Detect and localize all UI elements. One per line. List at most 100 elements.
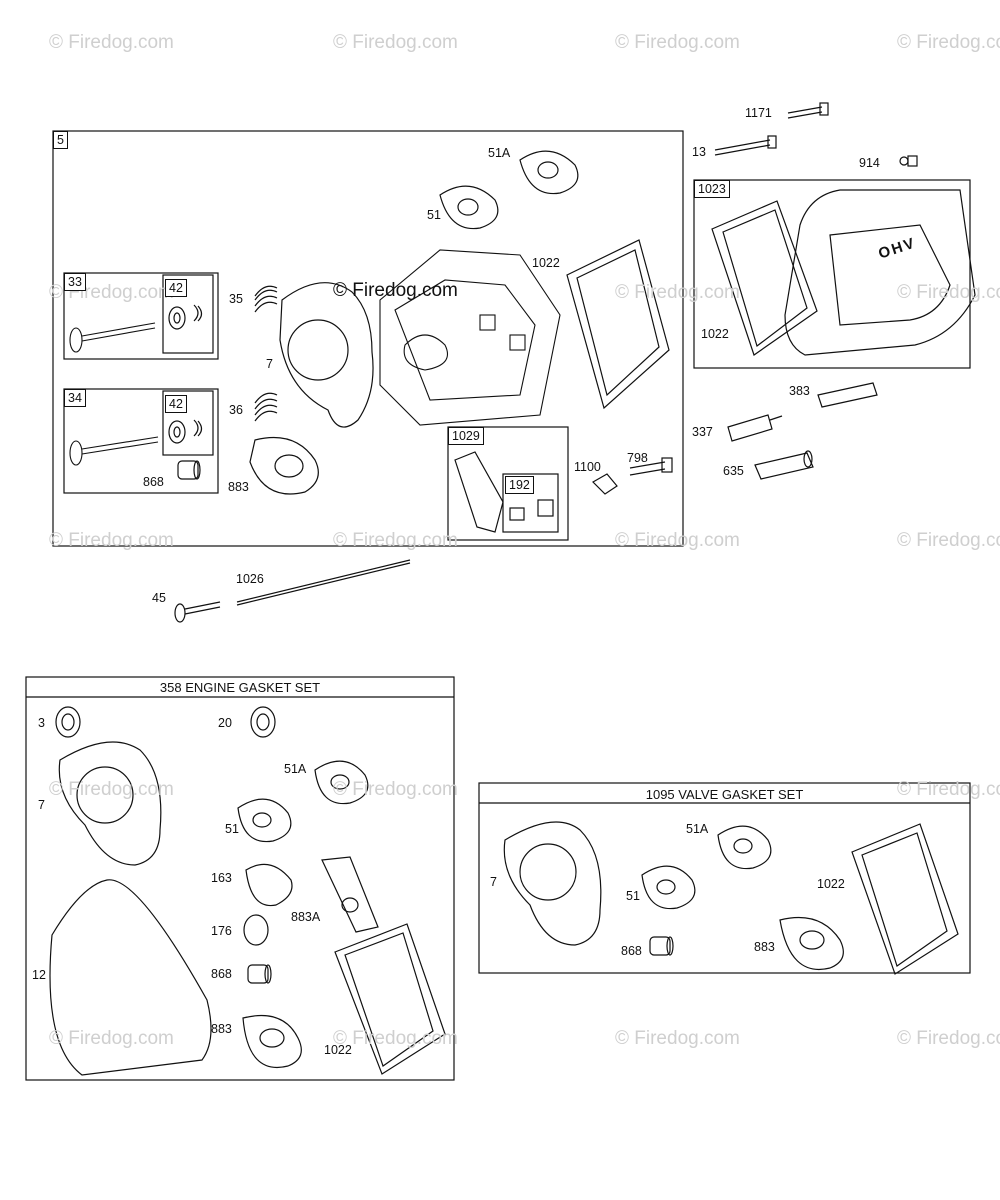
box-id-exhaust-valve: 33 xyxy=(64,273,86,291)
seal-3 xyxy=(55,706,81,738)
watermark: © Firedog.com xyxy=(615,32,740,53)
callout-868-valve-set: 868 xyxy=(621,944,642,958)
watermark: © Firedog.com xyxy=(333,32,458,53)
head-gasket-7-set xyxy=(58,741,162,866)
callout-163: 163 xyxy=(211,871,232,885)
cover-gasket-1022 xyxy=(566,239,670,410)
gasket-883-valve xyxy=(779,916,844,970)
callout-51A-engine-set: 51A xyxy=(284,762,307,776)
callout-383: 383 xyxy=(789,384,810,398)
exhaust-valve xyxy=(69,322,156,353)
box-id-valve-cover: 1023 xyxy=(694,180,730,198)
rocker-arm-box xyxy=(447,426,569,541)
gasket-51A xyxy=(519,150,579,195)
callout-7-engine-set: 7 xyxy=(38,798,45,812)
cover-gasket-1022-set xyxy=(334,923,446,1075)
callout-45: 45 xyxy=(152,591,166,605)
watermark: © Firedog.com xyxy=(333,779,458,800)
box-id-rocker-nut: 192 xyxy=(505,476,534,494)
watermark: © Firedog.com xyxy=(615,530,740,551)
callout-914: 914 xyxy=(859,156,880,170)
watermark: © Firedog.com xyxy=(333,1028,458,1049)
push-rod-1026 xyxy=(236,559,411,603)
valve-spring-36 xyxy=(254,392,278,422)
callout-36: 36 xyxy=(229,403,243,417)
box-id-keeper-a: 42 xyxy=(165,279,187,297)
box-id-keeper-b: 42 xyxy=(165,395,187,413)
callout-7: 7 xyxy=(266,357,273,371)
gasket-51A-set xyxy=(314,760,369,805)
callout-798: 798 xyxy=(627,451,648,465)
callout-1022-cover: 1022 xyxy=(701,327,729,341)
watermark: © Firedog.com xyxy=(615,1028,740,1049)
tube-635 xyxy=(754,450,814,480)
spark-plug-boot-383 xyxy=(817,382,878,408)
intake-valve xyxy=(69,436,159,466)
callout-1100: 1100 xyxy=(574,460,601,474)
intake-valve-box xyxy=(63,388,219,494)
rocker-arm xyxy=(454,451,504,533)
callout-51A-valve-set: 51A xyxy=(686,822,709,836)
callout-51-valve-set: 51 xyxy=(626,889,640,903)
gasket-883-set xyxy=(242,1014,302,1068)
crankcase-gasket-12 xyxy=(49,879,212,1076)
guide-plate-1100 xyxy=(592,473,618,495)
cover-gasket-1022-valve xyxy=(851,823,959,975)
keeper-box-a xyxy=(162,274,214,354)
callout-12: 12 xyxy=(32,968,46,982)
gasket-51-set xyxy=(237,798,292,843)
callout-51-engine-set: 51 xyxy=(225,822,239,836)
gasket-51-valve xyxy=(641,865,696,910)
head-gasket-7 xyxy=(279,282,374,428)
watermark: © Firedog.com xyxy=(49,530,174,551)
valve-gasket-set-frame xyxy=(478,782,971,974)
callout-1026: 1026 xyxy=(236,572,264,586)
callout-883-valve-set: 883 xyxy=(754,940,775,954)
callout-51A: 51A xyxy=(488,146,511,160)
valve-spring-35 xyxy=(254,285,278,313)
watermark: © Firedog.com xyxy=(333,530,458,551)
cylinder-head xyxy=(379,249,561,426)
spark-plug-337 xyxy=(727,414,783,442)
callout-883-engine-set: 883 xyxy=(211,1022,232,1036)
screw-914 xyxy=(899,155,918,167)
main-box-frame xyxy=(52,130,684,547)
watermark: © Firedog.com xyxy=(615,282,740,303)
callout-1171: 1171 xyxy=(745,106,772,120)
callout-868-engine-set: 868 xyxy=(211,967,232,981)
gasket-883 xyxy=(249,436,319,495)
valve-cover xyxy=(784,189,976,356)
exhaust-valve-box xyxy=(63,272,219,360)
watermark: © Firedog.com xyxy=(49,1028,174,1049)
seal-868-valve xyxy=(649,936,674,956)
callout-51: 51 xyxy=(427,208,441,222)
gasket-51 xyxy=(439,185,499,230)
watermark: © Firedog.com xyxy=(49,32,174,53)
engine-gasket-set-frame xyxy=(25,676,455,1081)
callout-3: 3 xyxy=(38,716,45,730)
rocker-nut-192 xyxy=(509,499,554,521)
watermark: © Firedog.com xyxy=(897,32,1000,53)
box-id-intake-valve: 34 xyxy=(64,389,86,407)
watermark: © Firedog.com xyxy=(897,779,1000,800)
callout-868: 868 xyxy=(143,475,164,489)
watermark-center: © Firedog.com xyxy=(333,280,458,301)
keeper-a xyxy=(168,304,203,330)
rocker-stud-798 xyxy=(629,457,673,476)
callout-7-valve-set: 7 xyxy=(490,875,497,889)
keeper-box-b xyxy=(162,390,214,456)
callout-883A: 883A xyxy=(291,910,321,924)
bolt-13 xyxy=(714,135,777,156)
engine-gasket-set-title: 358 ENGINE GASKET SET xyxy=(159,680,321,695)
stud-1171 xyxy=(787,102,829,119)
valve-cover-box xyxy=(693,179,971,369)
head-gasket-7-valve xyxy=(503,821,602,946)
callout-35: 35 xyxy=(229,292,243,306)
gasket-51A-valve xyxy=(717,825,772,870)
callout-176: 176 xyxy=(211,924,232,938)
callout-1022-engine-set: 1022 xyxy=(324,1043,352,1057)
watermark: © Firedog.com xyxy=(897,1028,1000,1049)
callout-1022-main: 1022 xyxy=(532,256,560,270)
seal-20 xyxy=(250,706,276,738)
